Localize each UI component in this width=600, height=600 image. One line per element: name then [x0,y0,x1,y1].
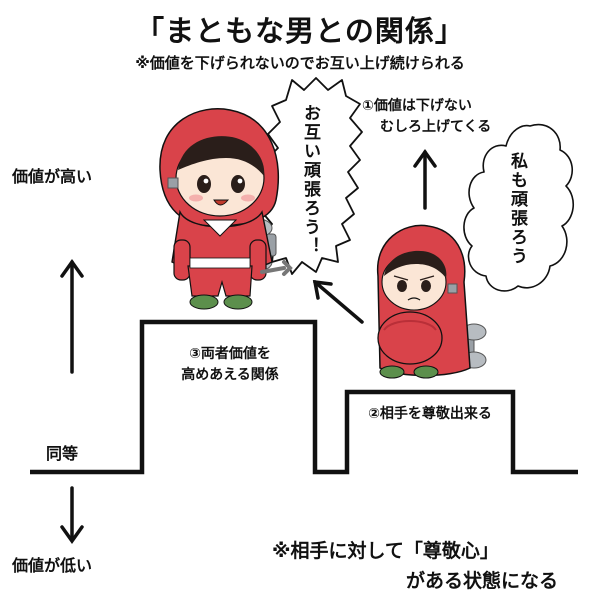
point3-line2: 高めあえる関係 [181,367,279,383]
point1-line2: むしろ上げてくる [380,119,492,135]
sitting-character-illustration [377,224,487,379]
down-arrow-icon [60,486,84,545]
diagonal-arrow-icon [312,279,364,324]
value-up-arrow-icon [413,148,437,210]
point3-line1: ③両者価値を [189,346,271,362]
right-bubble-text: 私も頑張ろう [507,152,527,266]
equal-value-label: 同等 [46,444,79,463]
standing-character-illustration [159,108,293,310]
level-step-line [30,319,578,475]
right-thought-bubble [463,123,574,292]
high-value-label: 価値が高い [12,167,93,186]
low-value-label: 価値が低い [12,556,93,575]
point2-label: ②相手を尊敬出来る [368,406,492,422]
up-arrow-icon [60,258,84,374]
point1-line1: ①価値は下げない [362,98,472,114]
diagram-title: 「まともな男との関係」 [135,14,465,48]
diagram-subtitle: ※価値を下げられないのでお互い上げ続けられる [135,54,465,72]
footer-line2: がある状態になる [406,570,559,592]
left-bubble-text: お互い頑張ろう！ [300,104,320,256]
footer-line1: ※相手に対して「尊敬心」 [272,540,499,562]
